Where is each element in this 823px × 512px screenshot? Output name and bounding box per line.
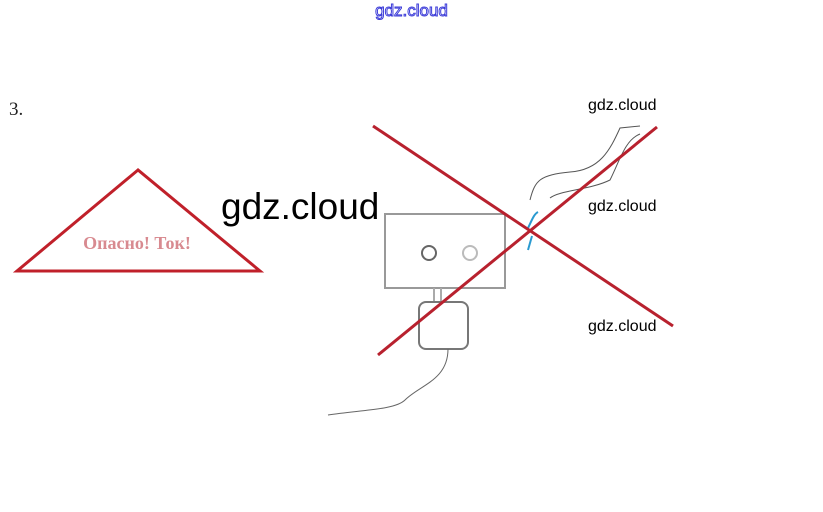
watermark-right-1: gdz.cloud [588,97,657,114]
watermark-right-3: gdz.cloud [588,318,657,335]
hand-icon [527,125,641,251]
warning-sign: Опасно! Ток! [12,168,265,273]
watermark-right-2: gdz.cloud [588,198,657,215]
watermark-center: gdz.cloud [221,186,380,227]
sign-text: Опасно! Ток! [83,233,191,253]
socket-icon [384,213,506,289]
plug-icon [327,288,469,416]
header-watermark: gdz.cloud [375,1,449,21]
task-number: 3. [9,99,24,120]
cross-out-mark [372,124,674,357]
